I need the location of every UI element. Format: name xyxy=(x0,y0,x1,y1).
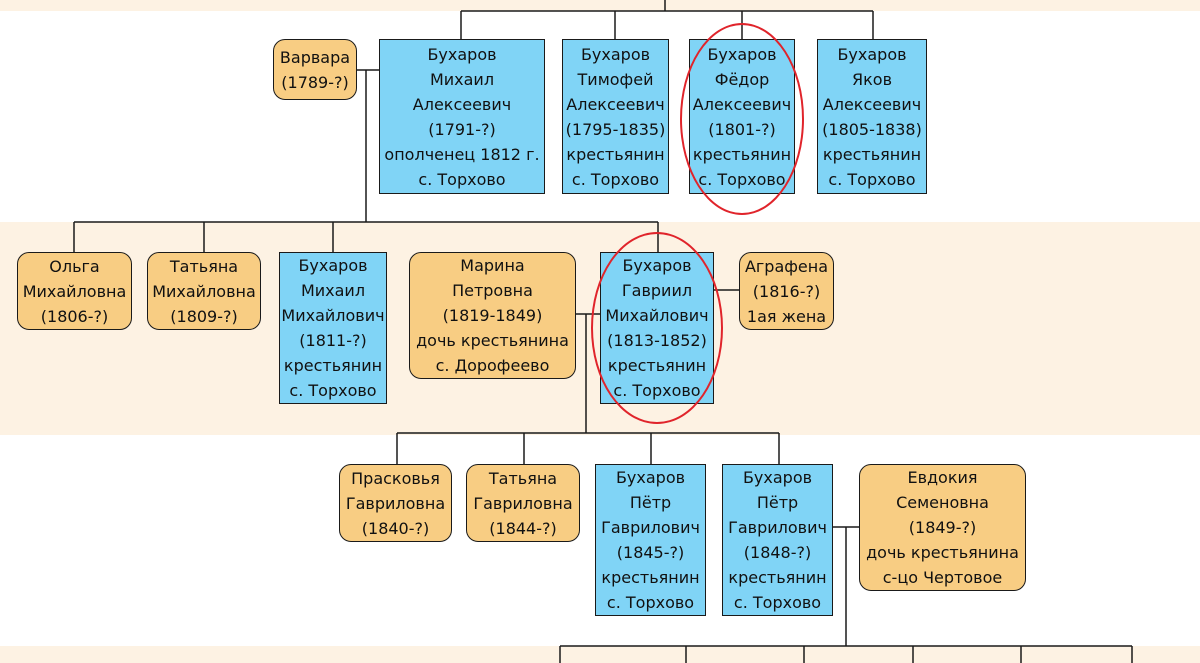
person-text-line: с. Торхово xyxy=(571,169,660,189)
person-text-line: Михайлович xyxy=(281,306,385,325)
person-text-line: Прасковья xyxy=(351,468,440,488)
highlight-oval-gavriil xyxy=(591,232,723,424)
person-text-line: с. Торхово xyxy=(828,169,916,189)
person-text-line: (1806-?) xyxy=(40,306,109,326)
person-text-line: Бухаров xyxy=(837,44,907,64)
person-text-line: с. Торхово xyxy=(733,593,822,612)
person-text-line: Марина xyxy=(460,256,525,275)
person-text-line: с. Торхово xyxy=(289,381,377,400)
generation-band-top xyxy=(0,0,1200,11)
person-text-line: Тимофей xyxy=(577,69,654,89)
person-text-line: Варвара xyxy=(279,47,351,67)
person-text-line: крестьянин xyxy=(728,568,827,587)
person-text-line: (1819-1849) xyxy=(442,306,543,325)
person-text-line: Бухаров xyxy=(427,44,497,64)
person-text-line: 1ая жена xyxy=(746,306,827,326)
person-text-line: крестьянин xyxy=(822,144,922,164)
person-text-line: с. Торхово xyxy=(418,169,506,189)
person-text-line: Гаврилович xyxy=(601,518,700,537)
person-text-line: Евдокия xyxy=(907,468,978,487)
person-text-line: Татьяна xyxy=(169,256,239,276)
person-text-line: (1845-?) xyxy=(616,543,685,562)
person-text-line: Петровна xyxy=(452,281,533,300)
person-text-line: Алексеевич xyxy=(412,94,512,114)
person-text-line: Михайловна xyxy=(152,281,256,301)
person-text-line: (1795-1835) xyxy=(565,119,666,139)
person-text-line: (1805-1838) xyxy=(822,119,922,139)
person-text-line: дочь крестьянина xyxy=(416,331,569,350)
person-text-line: Яков xyxy=(852,69,892,89)
person-text-line: (1844-?) xyxy=(489,518,557,538)
person-text-line: (1811-?) xyxy=(299,331,367,350)
person-text-line: с-цо Чертовое xyxy=(882,568,1003,587)
person-text-line: Гаврилович xyxy=(728,518,827,537)
person-text-line: Ольга xyxy=(49,256,100,276)
person-text-line: (1849-?) xyxy=(908,518,977,537)
person-text-line: Михайловна xyxy=(22,281,127,301)
generation-band-bottom xyxy=(0,646,1200,663)
person-text-line: Бухаров xyxy=(742,468,813,487)
person-text-line: Аграфена xyxy=(744,256,829,276)
person-text-line: Пётр xyxy=(629,493,672,512)
person-text-line: Гавриловна xyxy=(345,493,446,513)
person-text-line: крестьянин xyxy=(601,568,700,587)
person-text-line: крестьянин xyxy=(566,144,665,164)
person-card-agrafena[interactable]: Аграфена (1816-?) 1ая жена xyxy=(739,252,834,330)
person-text-line: Михаил xyxy=(429,69,495,89)
person-text-line: (1840-?) xyxy=(361,518,430,538)
highlight-oval-fedor xyxy=(680,23,804,215)
person-text-line: Татьяна xyxy=(488,468,558,488)
person-card-varvara[interactable]: Варвара (1789-?) xyxy=(273,39,357,100)
person-text-line: Бухаров xyxy=(615,468,686,487)
person-text-line: (1789-?) xyxy=(281,72,349,92)
person-text-line: с. Торхово xyxy=(606,593,695,612)
person-text-line: Бухаров xyxy=(298,256,368,275)
person-text-line: Алексеевич xyxy=(822,94,922,114)
person-text-line: (1791-?) xyxy=(428,119,496,139)
person-text-line: Семеновна xyxy=(896,493,989,512)
person-text-line: (1809-?) xyxy=(170,306,238,326)
person-text-line: Бухаров xyxy=(580,44,651,64)
person-text-line: крестьянин xyxy=(283,356,383,375)
person-text-line: Алексеевич xyxy=(566,94,665,114)
person-text-line: (1848-?) xyxy=(743,543,812,562)
person-text-line: ополченец 1812 г. xyxy=(384,144,540,164)
person-text-line: Гавриловна xyxy=(473,493,573,513)
person-text-line: с. Дорофеево xyxy=(435,356,550,375)
person-text-line: Михаил xyxy=(300,281,366,300)
person-text-line: (1816-?) xyxy=(752,281,821,301)
person-text-line: дочь крестьянина xyxy=(866,543,1019,562)
person-text-line: Пётр xyxy=(756,493,799,512)
